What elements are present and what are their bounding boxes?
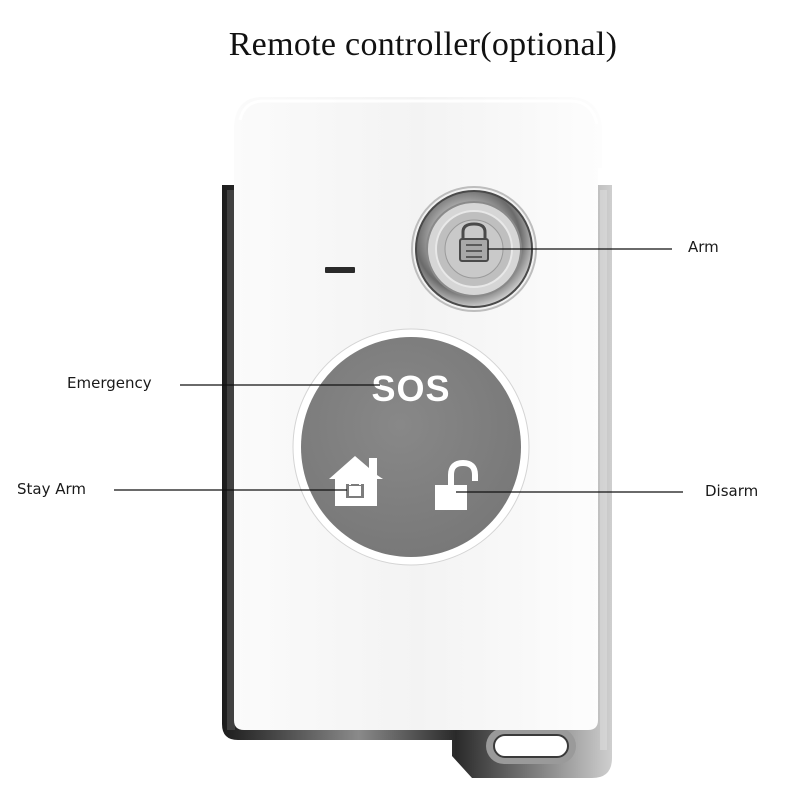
callout-arm: Arm	[688, 238, 719, 256]
sos-label: SOS	[371, 368, 450, 409]
button-pad	[292, 328, 530, 566]
page-title: Remote controller(optional)	[228, 26, 618, 63]
callout-lines	[114, 248, 683, 493]
keyring-slot	[486, 728, 576, 764]
callout-emergency: Emergency	[67, 374, 152, 392]
house-lock-icon	[329, 456, 383, 506]
sos-button[interactable]: SOS	[371, 368, 450, 409]
led-indicator	[325, 267, 355, 273]
stay-arm-button[interactable]	[329, 456, 383, 506]
callout-disarm: Disarm	[705, 482, 759, 500]
callout-stay-arm: Stay Arm	[17, 480, 87, 498]
disarm-button[interactable]	[435, 459, 478, 510]
lock-icon	[459, 222, 489, 262]
unlock-icon	[435, 459, 478, 510]
